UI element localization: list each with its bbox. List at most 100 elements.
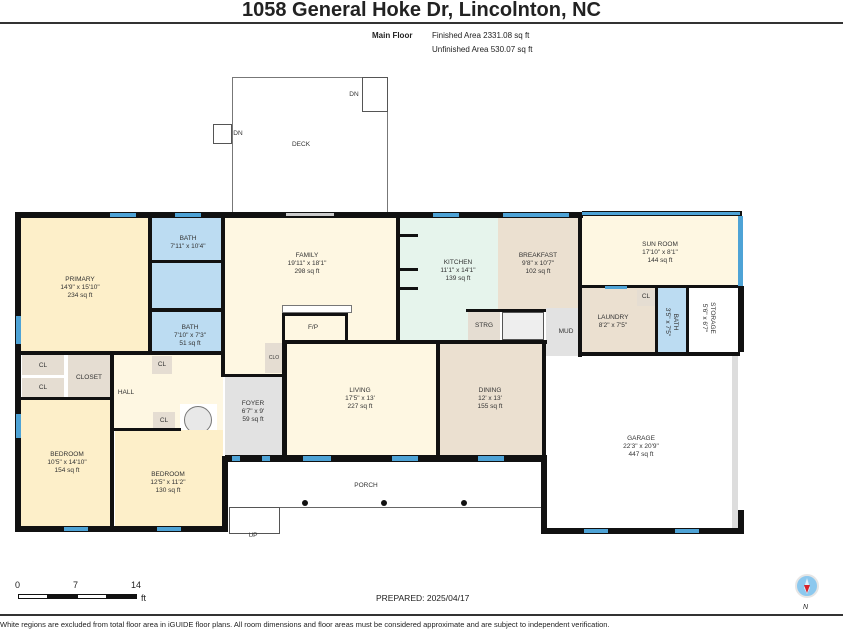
room-breakfast xyxy=(498,217,580,309)
room-bath-3 xyxy=(657,288,686,354)
sunroom-window-top xyxy=(582,212,740,215)
room-bath-2 xyxy=(152,312,222,356)
wall-right-garage xyxy=(738,510,744,534)
sliding-door xyxy=(286,213,334,216)
wall-family-kitchen xyxy=(396,217,400,342)
room-strg xyxy=(468,312,500,340)
window xyxy=(157,527,181,531)
wall-family-left xyxy=(221,217,225,377)
room-cl-1 xyxy=(22,355,64,375)
scale-tick-14: 14 xyxy=(131,580,142,590)
fireplace xyxy=(282,305,352,313)
wall-laundry-bath xyxy=(655,288,658,354)
window xyxy=(503,213,569,217)
kitchen-counter-1 xyxy=(400,234,418,237)
room-garage xyxy=(546,356,738,528)
window xyxy=(478,456,504,461)
hall-label: HALL xyxy=(117,389,135,396)
bed2-cl-label: CL xyxy=(159,417,169,424)
hall-cl-label: CL xyxy=(157,361,167,368)
page-title: 1058 General Hoke Dr, Lincolnton, NC xyxy=(242,0,601,21)
wall-front xyxy=(225,455,545,462)
room-laundry-cl xyxy=(637,290,655,306)
window xyxy=(232,456,240,461)
window xyxy=(16,414,21,438)
wall-dining-right xyxy=(542,340,546,458)
floor-label: Main Floor xyxy=(372,31,413,40)
wall-sunroom-bottom xyxy=(580,285,740,288)
wall-porch-right xyxy=(541,455,547,533)
strg-label: STRG xyxy=(474,322,494,329)
room-closet xyxy=(68,355,110,398)
finished-area: Finished Area 2331.08 sq ft xyxy=(432,31,530,40)
window xyxy=(675,529,699,533)
wall-foyer-right xyxy=(282,340,287,458)
wall-bath2-top xyxy=(150,308,222,312)
mud-label: MUD xyxy=(558,328,574,335)
porch-stairs xyxy=(229,507,280,534)
window xyxy=(303,456,331,461)
room-cl-2 xyxy=(22,378,64,398)
compass-icon xyxy=(795,574,819,598)
scale-tick-0: 0 xyxy=(15,580,21,590)
window xyxy=(433,213,459,217)
wall-laundry-bottom xyxy=(580,352,740,356)
room-bath-1 xyxy=(150,217,222,261)
window xyxy=(584,529,608,533)
window xyxy=(262,456,270,461)
room-dining xyxy=(440,343,542,455)
deck-stairs-right xyxy=(362,77,388,112)
interior-stairs xyxy=(502,312,544,340)
dn-label-right: DN xyxy=(349,91,359,98)
window xyxy=(605,286,627,289)
unfinished-area: Unfinished Area 530.07 sq ft xyxy=(432,45,533,54)
wall-bedroom2-right xyxy=(222,456,228,532)
wall-right-storage xyxy=(738,286,744,352)
kitchen-counter-3 xyxy=(400,287,418,290)
wall-top-mid xyxy=(223,212,583,218)
prepared-date: PREPARED: 2025/04/17 xyxy=(376,593,470,603)
clo-label: CLO xyxy=(268,355,280,361)
wall-living-dining xyxy=(436,343,440,456)
room-sunroom xyxy=(582,215,740,286)
wall-bottom-left xyxy=(15,526,225,532)
window xyxy=(16,316,21,344)
deck-stairs-left xyxy=(213,124,232,144)
porch-post-1 xyxy=(302,500,308,506)
wall-bath-split xyxy=(150,260,222,263)
scale-tick-7: 7 xyxy=(73,580,79,590)
wall-garage-bottom xyxy=(541,528,744,534)
porch-post-3 xyxy=(461,500,467,506)
room-living xyxy=(286,343,438,455)
compass-north-label: N xyxy=(803,604,809,611)
title-divider xyxy=(0,22,843,24)
porch-up-label: UP xyxy=(248,532,258,539)
room-clo xyxy=(265,343,283,373)
wall-left xyxy=(15,212,21,530)
dn-label-left: DN xyxy=(233,130,243,137)
wall-bedroom2-top xyxy=(113,428,181,431)
scale-unit: ft xyxy=(141,593,147,603)
wall-foyer-top xyxy=(222,374,286,377)
room-bedroom-2 xyxy=(115,430,223,528)
deck-label: DECK xyxy=(291,141,311,148)
room-foyer xyxy=(225,376,283,458)
room-bath-1-lower xyxy=(150,263,222,309)
cl1-label: CL xyxy=(38,362,48,369)
cl2-label: CL xyxy=(38,384,48,391)
room-bed2-cl xyxy=(153,412,175,430)
porch-label: PORCH xyxy=(354,482,378,489)
sunroom-window-right xyxy=(738,216,743,286)
wall-primary-bath xyxy=(148,217,152,355)
wall-primary-bottom xyxy=(20,351,222,355)
